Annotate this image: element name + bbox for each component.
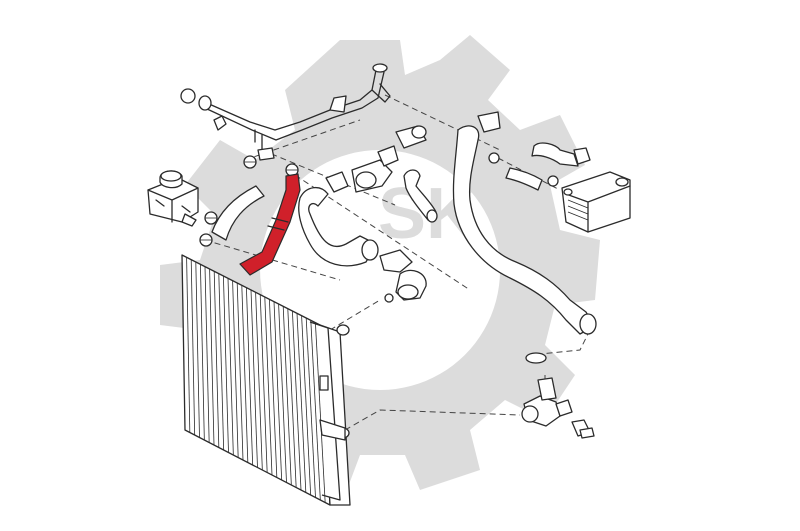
radiator-inlet-hose xyxy=(211,185,265,241)
radiator-fin xyxy=(232,280,239,458)
metal-coolant-pipe xyxy=(180,63,391,161)
radiator-fin xyxy=(269,299,278,478)
radiator-fin xyxy=(246,287,254,466)
radiator-fin xyxy=(305,317,316,498)
oil-cooler-hoses xyxy=(505,142,591,191)
lower-hose-fitting xyxy=(379,249,427,301)
radiator-fin xyxy=(190,259,196,436)
radiator xyxy=(181,254,351,506)
middle-coolant-hose xyxy=(298,187,379,267)
radiator-fin xyxy=(195,261,200,438)
radiator-fin xyxy=(315,322,326,503)
radiator-fin xyxy=(301,315,312,496)
radiator-fin xyxy=(292,310,302,491)
t-connector xyxy=(521,377,573,427)
radiator-fin xyxy=(287,308,297,488)
main-coolant-hose xyxy=(452,125,597,335)
radiator-fin xyxy=(310,320,321,501)
radiator-fin xyxy=(223,275,229,453)
upper-coolant-hose-highlighted xyxy=(239,173,301,276)
temperature-sensor xyxy=(571,419,595,439)
oil-cooler xyxy=(561,171,631,233)
radiator-fin xyxy=(250,289,258,468)
radiator-fin xyxy=(204,266,210,443)
bypass-hose xyxy=(403,169,438,223)
radiator-fin xyxy=(186,257,191,433)
radiator-fin xyxy=(227,278,234,456)
radiator-fin xyxy=(209,268,215,446)
radiator-fin xyxy=(218,273,225,451)
radiator-fin xyxy=(273,301,283,481)
radiator-fin xyxy=(259,294,268,473)
thermostat-flange xyxy=(325,111,501,193)
radiator-fin xyxy=(213,271,220,448)
radiator-fin xyxy=(241,285,249,463)
expansion-tank xyxy=(147,170,199,227)
watermark-text: SKV xyxy=(378,174,526,254)
radiator-fin xyxy=(296,313,307,493)
radiator-fin xyxy=(278,303,287,483)
radiator-fin xyxy=(236,282,244,461)
radiator-fin xyxy=(200,264,205,441)
radiator-fin xyxy=(255,292,263,471)
radiator-fins xyxy=(186,257,326,503)
radiator-fin xyxy=(282,306,292,486)
radiator-fin xyxy=(264,296,273,476)
